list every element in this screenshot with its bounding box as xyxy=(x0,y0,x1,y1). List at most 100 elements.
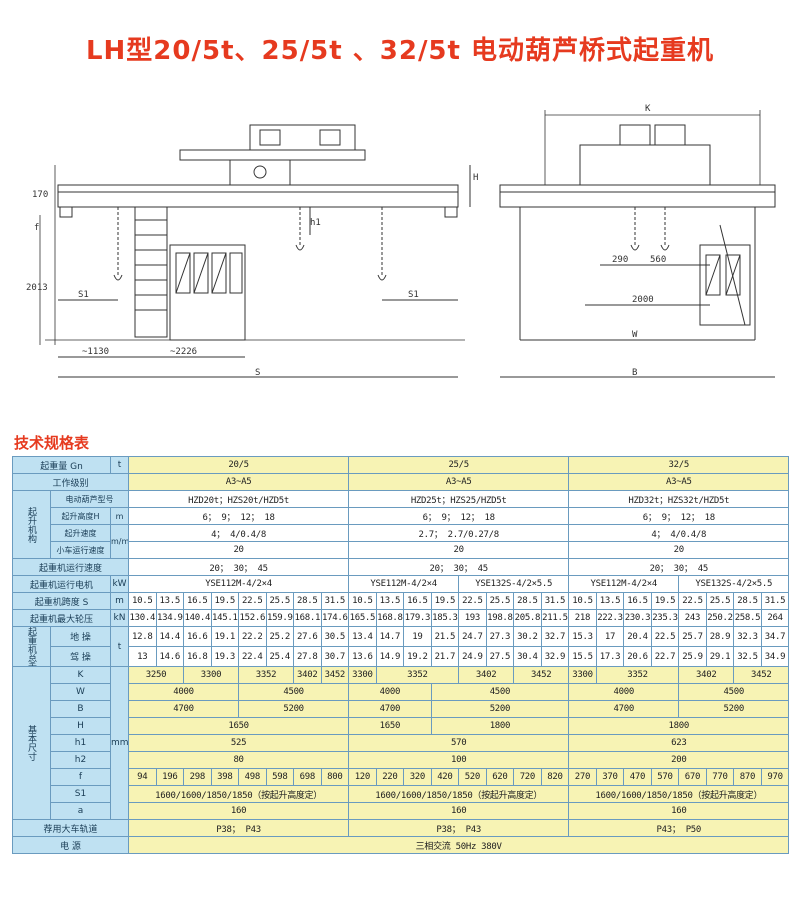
f-cell: 820 xyxy=(540,768,570,786)
weight-cab-cell: 21.7 xyxy=(430,646,460,667)
weight-cab-cell: 30.7 xyxy=(320,646,350,667)
f-cell: 498 xyxy=(238,768,267,786)
span-cell: 25.5 xyxy=(485,592,515,610)
weight-cab-cell: 14.9 xyxy=(375,646,405,667)
span-cell: 16.5 xyxy=(183,592,212,610)
f-cell: 720 xyxy=(513,768,542,786)
row-duty: 工作级别 A3~A5 A3~A5 A3~A5 xyxy=(11,473,790,491)
row-lift-height: 起升高度H m 6； 9； 12； 18 6； 9； 12； 18 6； 9； … xyxy=(13,507,790,525)
weight-ground-cell: 15.3 xyxy=(568,626,597,647)
dim-h1: h1 xyxy=(310,218,321,228)
weight-ground-cell: 25.2 xyxy=(265,626,295,647)
row-capacity: 起重量 Gn t 20/5 25/5 32/5 xyxy=(11,456,790,474)
span-cell: 13.5 xyxy=(375,592,405,610)
span-cell: 13.5 xyxy=(595,592,625,610)
f-cell: 196 xyxy=(155,768,185,786)
span-cell: 25.5 xyxy=(705,592,735,610)
wheel-load-cell: 198.8 xyxy=(485,609,515,627)
f-cell: 420 xyxy=(430,768,460,786)
wheel-load-cell: 165.5 xyxy=(348,609,377,627)
dim-1130: ~1130 xyxy=(82,347,109,357)
span-cell: 16.5 xyxy=(623,592,652,610)
wheel-load-cell: 152.6 xyxy=(238,609,267,627)
wheel-load-cell: 243 xyxy=(678,609,707,627)
f-cell: 270 xyxy=(568,768,597,786)
wheel-load-cell: 258.5 xyxy=(733,609,762,627)
dim-2226: ~2226 xyxy=(170,347,197,357)
f-cell: 770 xyxy=(705,768,735,786)
f-cell: 298 xyxy=(183,768,212,786)
dim-s1-left: S1 xyxy=(78,290,89,300)
weight-cab-cell: 13.6 xyxy=(348,646,377,667)
weight-cab-cell: 22.7 xyxy=(650,646,680,667)
wheel-load-cell: 174.6 xyxy=(320,609,350,627)
weight-ground-cell: 14.7 xyxy=(375,626,405,647)
span-cell: 19.5 xyxy=(650,592,680,610)
span-cell: 10.5 xyxy=(128,592,157,610)
weight-ground-cell: 21.5 xyxy=(430,626,460,647)
wheel-load-cell: 250.2 xyxy=(705,609,735,627)
page-title: LH型20/5t、25/5t 、32/5t 电动葫芦桥式起重机 xyxy=(85,36,715,66)
f-cell: 470 xyxy=(623,768,652,786)
span-cell: 22.5 xyxy=(238,592,267,610)
weight-cab-cell: 22.4 xyxy=(238,646,267,667)
weight-ground-cell: 27.3 xyxy=(485,626,515,647)
row-trolley-speed: 小车运行速度 20 20 20 xyxy=(13,541,790,559)
f-cell: 220 xyxy=(375,768,405,786)
row-B: B 4700 5200 4700 5200 4700 5200 xyxy=(13,700,790,718)
span-cell: 22.5 xyxy=(678,592,707,610)
end-view-drawing xyxy=(499,110,776,378)
weight-cab-cell: 27.8 xyxy=(293,646,322,667)
dim-b: B xyxy=(632,368,637,378)
span-cell: 31.5 xyxy=(540,592,570,610)
span-cell: 31.5 xyxy=(320,592,350,610)
spec-table-title: 技术规格表 xyxy=(14,434,90,452)
row-crane-motor: 起重机运行电机 kW YSE112M-4/2×4 YSE112M-4/2×4 Y… xyxy=(11,575,790,593)
dim-h: H xyxy=(473,173,478,183)
row-K: 基本尺寸 K mm 3250 3300 3352 3402 3452 3300 … xyxy=(12,666,790,820)
weight-ground-cell: 13.4 xyxy=(348,626,377,647)
span-cell: 28.5 xyxy=(513,592,542,610)
f-cell: 370 xyxy=(595,768,625,786)
weight-ground-cell: 22.5 xyxy=(650,626,680,647)
row-H: H 1650 1650 1800 1800 xyxy=(13,717,790,735)
span-cell: 28.5 xyxy=(293,592,322,610)
f-cell: 620 xyxy=(485,768,515,786)
row-W: W 4000 4500 4000 4500 4000 4500 xyxy=(13,683,790,701)
dim-560: 560 xyxy=(650,255,666,265)
row-h1: h1 525 570 623 xyxy=(13,734,790,752)
f-cell: 520 xyxy=(458,768,487,786)
f-cell: 570 xyxy=(650,768,680,786)
weight-ground-cell: 24.7 xyxy=(458,626,487,647)
f-cell: 698 xyxy=(293,768,322,786)
weight-cab-cell: 29.1 xyxy=(705,646,735,667)
span-cell: 28.5 xyxy=(733,592,762,610)
wheel-load-cell: 205.8 xyxy=(513,609,542,627)
wheel-load-cell: 145.1 xyxy=(210,609,240,627)
weight-cab-cell: 32.9 xyxy=(540,646,570,667)
wheel-load-cell: 193 xyxy=(458,609,487,627)
weight-cab-cell: 17.3 xyxy=(595,646,625,667)
wheel-load-cell: 130.4 xyxy=(128,609,157,627)
dim-f: f xyxy=(34,223,39,233)
f-cell: 970 xyxy=(760,768,790,786)
wheel-load-cell: 179.3 xyxy=(403,609,432,627)
weight-cab-cell: 20.6 xyxy=(623,646,652,667)
weight-ground-cell: 22.2 xyxy=(238,626,267,647)
weight-ground-cell: 20.4 xyxy=(623,626,652,647)
row-crane-speed: 起重机运行速度 20； 30； 45 20； 30； 45 20； 30； 45 xyxy=(11,558,790,576)
wheel-load-cell: 159.9 xyxy=(265,609,295,627)
row-lift-speed: 起升速度 m/min 4； 4/0.4/8 2.7； 2.7/0.27/8 4；… xyxy=(13,524,790,559)
span-cell: 10.5 xyxy=(348,592,377,610)
f-cell: 870 xyxy=(733,768,762,786)
wheel-load-cell: 218 xyxy=(568,609,597,627)
weight-cab-cell: 34.9 xyxy=(760,646,790,667)
weight-ground-cell: 12.8 xyxy=(128,626,157,647)
f-cell: 320 xyxy=(403,768,432,786)
f-cell: 94 xyxy=(128,768,157,786)
weight-ground-cell: 27.6 xyxy=(293,626,322,647)
